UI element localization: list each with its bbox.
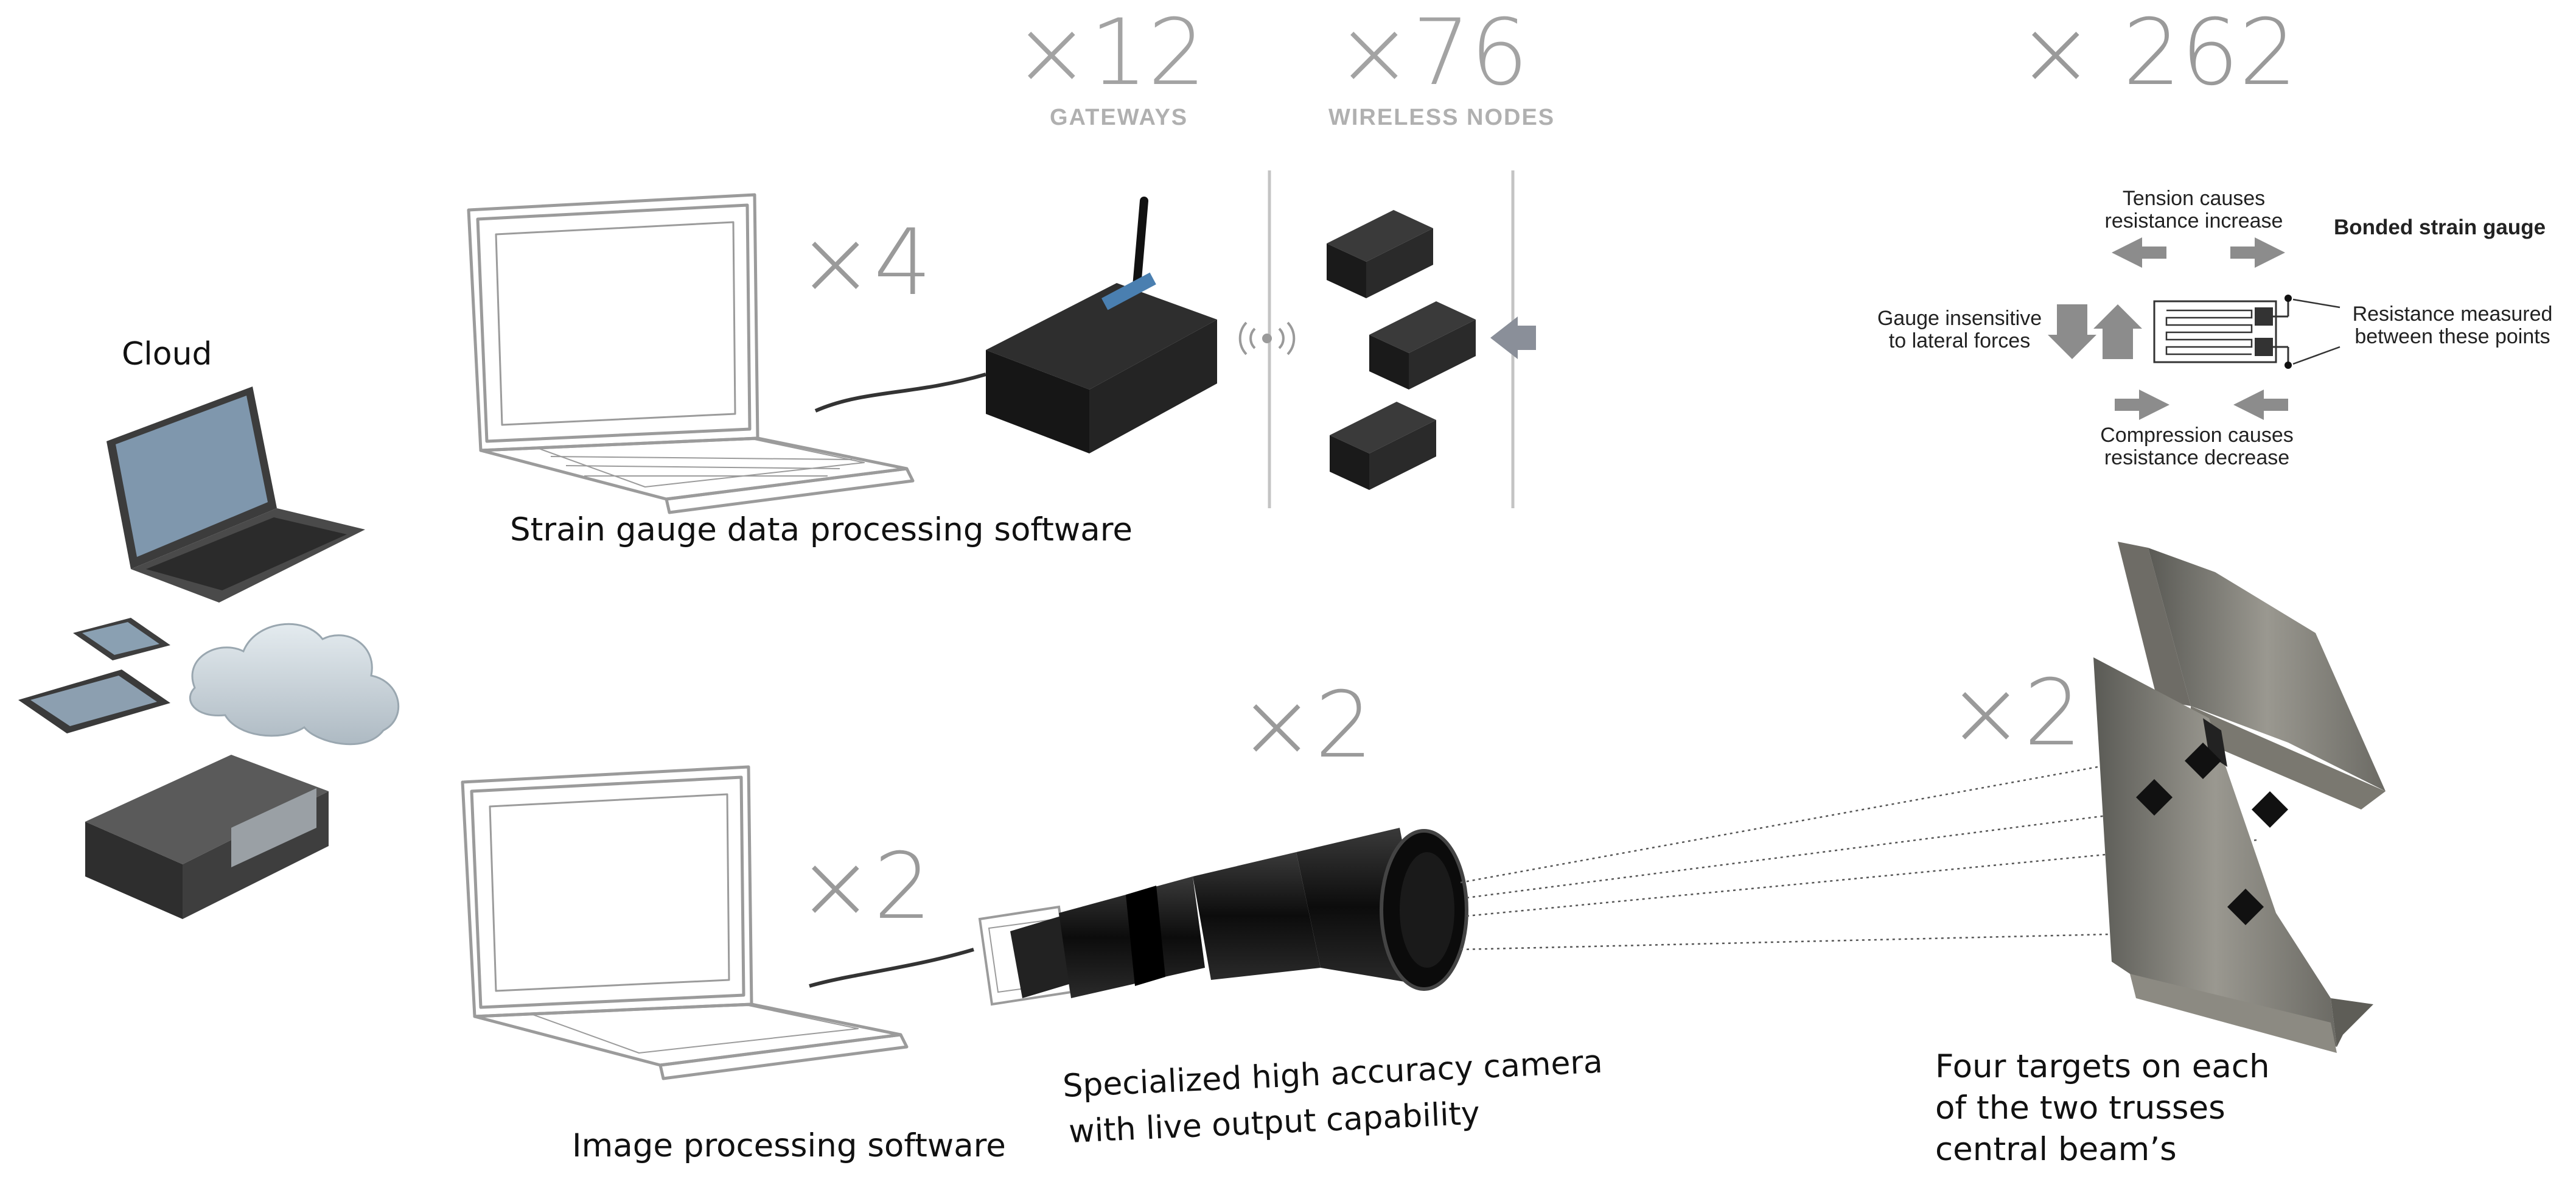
sight-lines [1460,744,2258,951]
image-laptop-sketch [461,765,909,1080]
wireless-node-icon [1330,402,1436,490]
gauge-tension-label: Tension causes resistance increase [2104,187,2283,233]
targets-label-line2: of the two trusses [1935,1089,2225,1127]
steel-beam-icon [2093,542,2386,1053]
image-laptops-count: ×2 [797,834,932,940]
wireless-node-icon [1369,301,1476,390]
nodes-count: ×76 [1336,0,1529,106]
nodes-label: WIRELESS NODES [1328,105,1555,130]
strain-laptop-sketch [467,193,915,514]
cloud-icon [189,623,400,746]
beams-count: ×2 [1947,660,2082,766]
cloud-label: Cloud [122,336,212,372]
gateway-device-icon [814,197,1217,453]
cloud-laptop-icon [106,386,365,603]
targets-label-line3: central beam’s [1935,1131,2177,1168]
strain-laptops-count: ×4 [797,210,932,316]
gauge-compression-label: Compression causes resistance decrease [2100,424,2294,469]
gauge-title: Bonded strain gauge [2334,215,2546,239]
server-icon [85,755,329,919]
gateways-count: ×12 [1013,0,1206,106]
gauge-lateral-label: Gauge insensitive to lateral forces [1877,307,2042,352]
wireless-node-icon [1327,210,1433,298]
image-software-label: Image processing software [572,1127,1006,1164]
camera-icon [809,828,1468,1006]
gateways-label: GATEWAYS [1050,105,1189,130]
cameras-count: ×2 [1238,673,1374,778]
gauge-resistance-label: Resistance measured between these points [2352,302,2553,348]
wireless-signal-icon [1238,321,1296,355]
gauges-count: × 262 [2017,0,2297,106]
tablet-icon [18,670,170,733]
left-arrow-icon [1490,316,1536,359]
strain-software-label: Strain gauge data processing software [510,511,1133,548]
phone-icon [73,618,170,660]
targets-label-line1: Four targets on each [1935,1048,2270,1085]
strain-gauge-diagram [2048,237,2340,420]
